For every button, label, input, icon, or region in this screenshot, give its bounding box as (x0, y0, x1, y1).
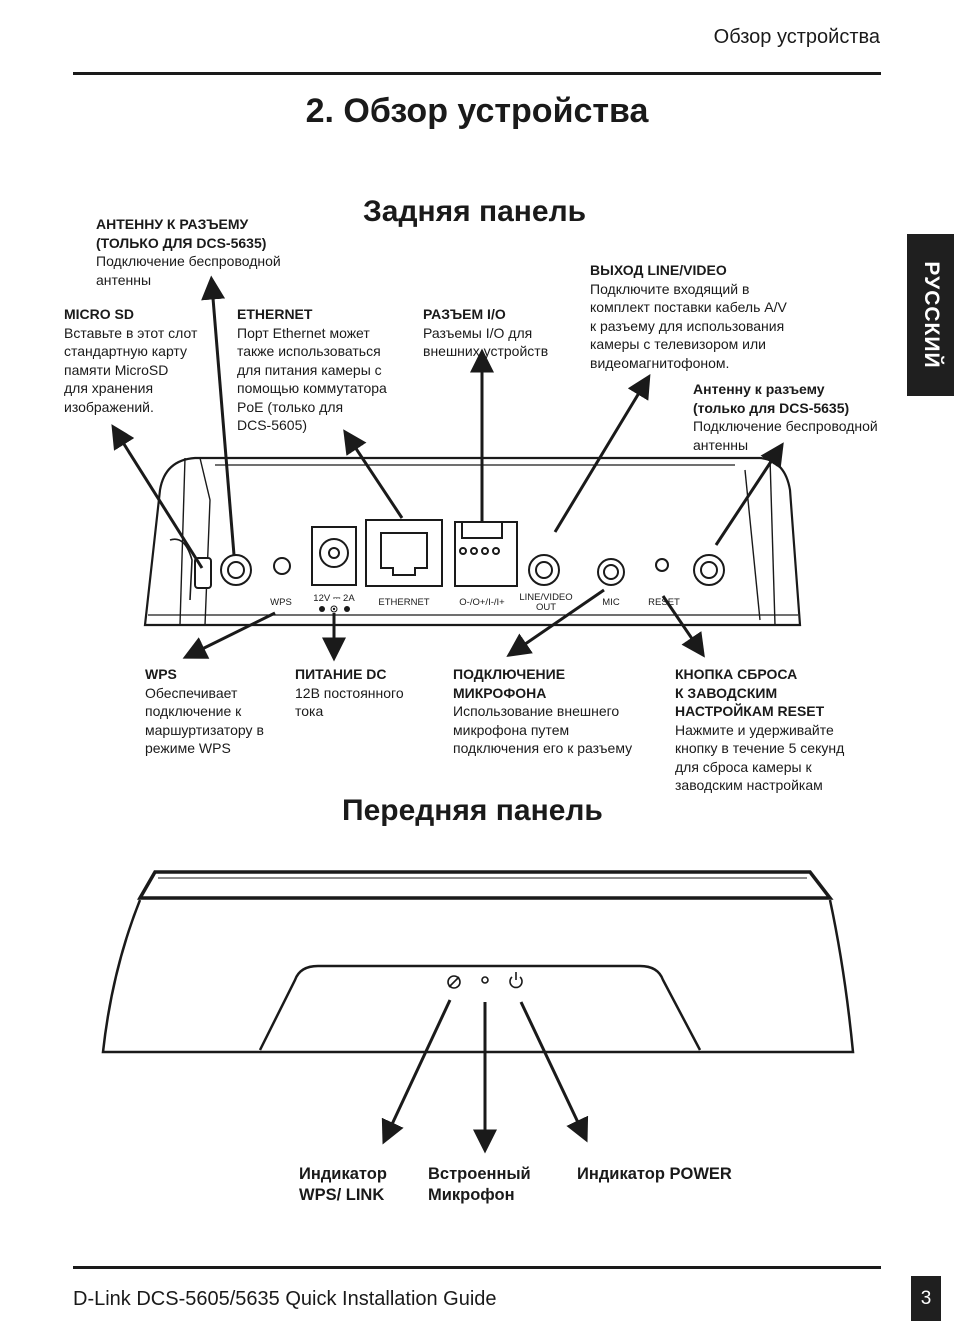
callout-body: Порт Ethernet может также использоваться… (237, 324, 387, 434)
arrow-line-video (553, 374, 651, 533)
port-label-power: 12V ⎓ 2A (313, 593, 355, 604)
callout-body: Подключите входящий в комплект поставки … (590, 280, 787, 371)
port-label-io: O-/O+/I-/I+ (459, 597, 505, 608)
running-header: Обзор устройства (713, 26, 880, 48)
callout-heading: ПОДКЛЮЧЕНИЕ МИКРОФОНА (453, 666, 566, 701)
callout-heading: MICRO SD (64, 306, 134, 322)
callout-microsd: MICRO SD Вставьте в этот слот стандартну… (64, 305, 229, 416)
front-panel-title: Передняя панель (342, 794, 603, 827)
wps-button (273, 557, 291, 575)
port-label-mic: MIC (602, 597, 620, 608)
polarity-symbol (319, 605, 350, 613)
ethernet-port (365, 519, 443, 587)
callout-power-dc: ПИТАНИЕ DC 12В постоянного тока (295, 665, 445, 721)
arrow-antenna-left (201, 275, 236, 556)
microphone-hole-icon (481, 976, 489, 984)
callout-line-video: ВЫХОД LINE/VIDEO Подключите входящий в к… (590, 261, 830, 372)
front-panel-diagram (101, 870, 855, 1154)
callout-body: Подключение беспроводной антенны (96, 253, 281, 288)
power-jack (311, 526, 357, 586)
callout-body: Нажмите и удерживайте кнопку в течение 5… (675, 721, 845, 794)
label-power-indicator: Индикатор POWER (577, 1165, 732, 1183)
callout-heading: АНТЕННУ К РАЗЪЕМУ (ТОЛЬКО ДЛЯ DCS-5635) (96, 216, 267, 251)
reset-button (655, 558, 669, 572)
arrow-wps (182, 611, 276, 659)
antenna-connector-left (220, 554, 252, 586)
port-label-reset: RESET (648, 597, 680, 608)
mic-jack (597, 558, 625, 586)
callout-heading: КНОПКА СБРОСА К ЗАВОДСКИМ НАСТРОЙКАМ RES… (675, 666, 825, 719)
callout-antenna-left: АНТЕННУ К РАЗЪЕМУ (ТОЛЬКО ДЛЯ DCS-5635) … (96, 215, 326, 289)
callout-body: Подключение беспроводной антенны (693, 418, 878, 453)
antenna-connector-right (693, 554, 725, 586)
page-title: 2. Обзор устройства (305, 92, 649, 130)
wps-link-led-icon (447, 975, 461, 989)
arrow-microsd (111, 424, 204, 569)
line-video-out-jack (528, 554, 560, 586)
callout-heading: ETHERNET (237, 306, 313, 322)
callout-heading: РАЗЪЕМ I/O (423, 306, 506, 322)
callout-wps: WPS Обеспечивает подключение к маршуртиз… (145, 665, 295, 758)
arrow-mic (506, 588, 605, 657)
callout-body: Обеспечивает подключение к маршуртизатор… (145, 684, 264, 757)
arrow-power (519, 1001, 589, 1143)
label-wps-link-indicator: Индикатор WPS/ LINK (299, 1165, 387, 1204)
footer-guide-title: D-Link DCS-5605/5635 Quick Installation … (73, 1288, 497, 1310)
port-label-wps: WPS (270, 597, 292, 608)
callout-body: Вставьте в этот слот стандартную карту п… (64, 324, 198, 415)
callout-heading: WPS (145, 666, 177, 682)
front-device-outline (101, 870, 855, 1054)
callout-io: РАЗЪЕМ I/O Разъемы I/O для внешних устро… (423, 305, 583, 361)
port-label-line-video: LINE/VIDEO (519, 592, 572, 603)
callout-heading: ПИТАНИЕ DC (295, 666, 387, 682)
arrow-ethernet (343, 429, 404, 519)
arrow-antenna-right (714, 442, 784, 546)
callout-body: Разъемы I/O для внешних устройств (423, 324, 549, 360)
callout-ethernet: ETHERNET Порт Ethernet может также испол… (237, 305, 417, 435)
page-number: 3 (911, 1276, 941, 1321)
rear-panel-title: Задняя панель (363, 195, 587, 228)
rear-panel-diagram: WPS 12V ⎓ 2A ETHERNET O-/O+/I-/I+ LINE/V… (111, 275, 802, 662)
language-tab: РУССКИЙ (907, 234, 954, 396)
callout-antenna-right: Антенну к разъему (только для DCS-5635) … (693, 380, 903, 454)
header-rule (73, 72, 881, 75)
callout-heading: Антенну к разъему (только для DCS-5635) (693, 381, 850, 416)
io-terminal (454, 521, 518, 587)
arrow-reset (661, 595, 705, 658)
power-led-icon (509, 972, 523, 989)
callout-mic: ПОДКЛЮЧЕНИЕ МИКРОФОНА Использование внеш… (453, 665, 668, 758)
label-built-in-microphone: Встроенный Микрофон (428, 1165, 531, 1204)
arrow-wps-link (381, 999, 452, 1145)
callout-body: 12В постоянного тока (295, 684, 404, 720)
footer-rule (73, 1266, 881, 1269)
callout-heading: ВЫХОД LINE/VIDEO (590, 262, 727, 278)
callout-reset: КНОПКА СБРОСА К ЗАВОДСКИМ НАСТРОЙКАМ RES… (675, 665, 885, 795)
port-label-out: OUT (536, 602, 556, 613)
port-label-ethernet: ETHERNET (378, 597, 429, 608)
callout-body: Использование внешнего микрофона путем п… (453, 703, 633, 756)
